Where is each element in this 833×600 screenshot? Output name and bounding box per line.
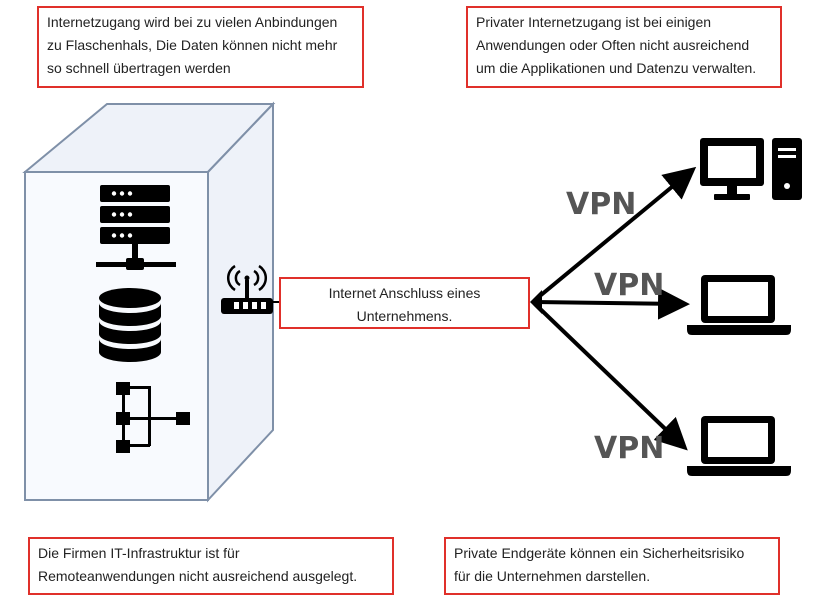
note-top-right-line-1: Privater Internetzugang ist bei einigen [476,14,712,30]
arrow-origin [530,290,542,314]
note-center-line-1: Internet Anschluss eines [328,285,481,301]
note-bottom-left-line-2: Remoteanwendungen nicht ausreichend ausg… [38,568,358,584]
vpn-arrow-desktop [533,166,697,302]
note-top-right-line-3: um die Applikationen und Datenzu verwalt… [476,60,757,76]
note-internet-connection: Internet Anschluss eines Unternehmens. [279,277,530,329]
server-rack-icon [96,185,176,270]
vpn-arrow-laptop-1 [534,287,690,320]
note-bottom-right-line-1: Private Endgeräte können ein Sicherheits… [454,545,745,561]
note-top-left-line-3: so schnell übertragen werden [47,60,231,76]
laptop-icon-2 [687,416,791,476]
note-top-left-line-2: zu Flaschenhals, Die Daten können nicht … [47,37,338,53]
note-top-left-line-1: Internetzugang wird bei zu vielen Anbind… [47,14,338,30]
note-top-right-line-2: Anwendungen oder Often nicht ausreichend [476,37,750,53]
vpn-arrows [533,166,697,451]
network-hierarchy-icon [116,382,190,453]
note-center-line-2: Unternehmens. [356,308,453,324]
note-bottom-left: Die Firmen IT-Infrastruktur ist für Remo… [28,537,394,595]
desktop-computer-icon [700,138,802,200]
note-bottom-left-line-1: Die Firmen IT-Infrastruktur ist für [38,545,240,561]
note-bottom-right: Private Endgeräte können ein Sicherheits… [444,537,780,595]
wifi-router-icon [221,264,273,314]
vpn-label-3: VPN [594,431,664,466]
note-bottom-right-line-2: für die Unternehmen darstellen. [454,568,651,584]
note-top-left: Internetzugang wird bei zu vielen Anbind… [37,6,364,88]
database-icon [99,288,161,362]
vpn-arrow-laptop-2 [533,302,688,451]
laptop-icon-1 [687,275,791,335]
vpn-label-2: VPN [594,268,664,303]
data-center-building [22,101,276,503]
note-top-right: Privater Internetzugang ist bei einigen … [466,6,782,88]
vpn-label-1: VPN [566,187,636,222]
